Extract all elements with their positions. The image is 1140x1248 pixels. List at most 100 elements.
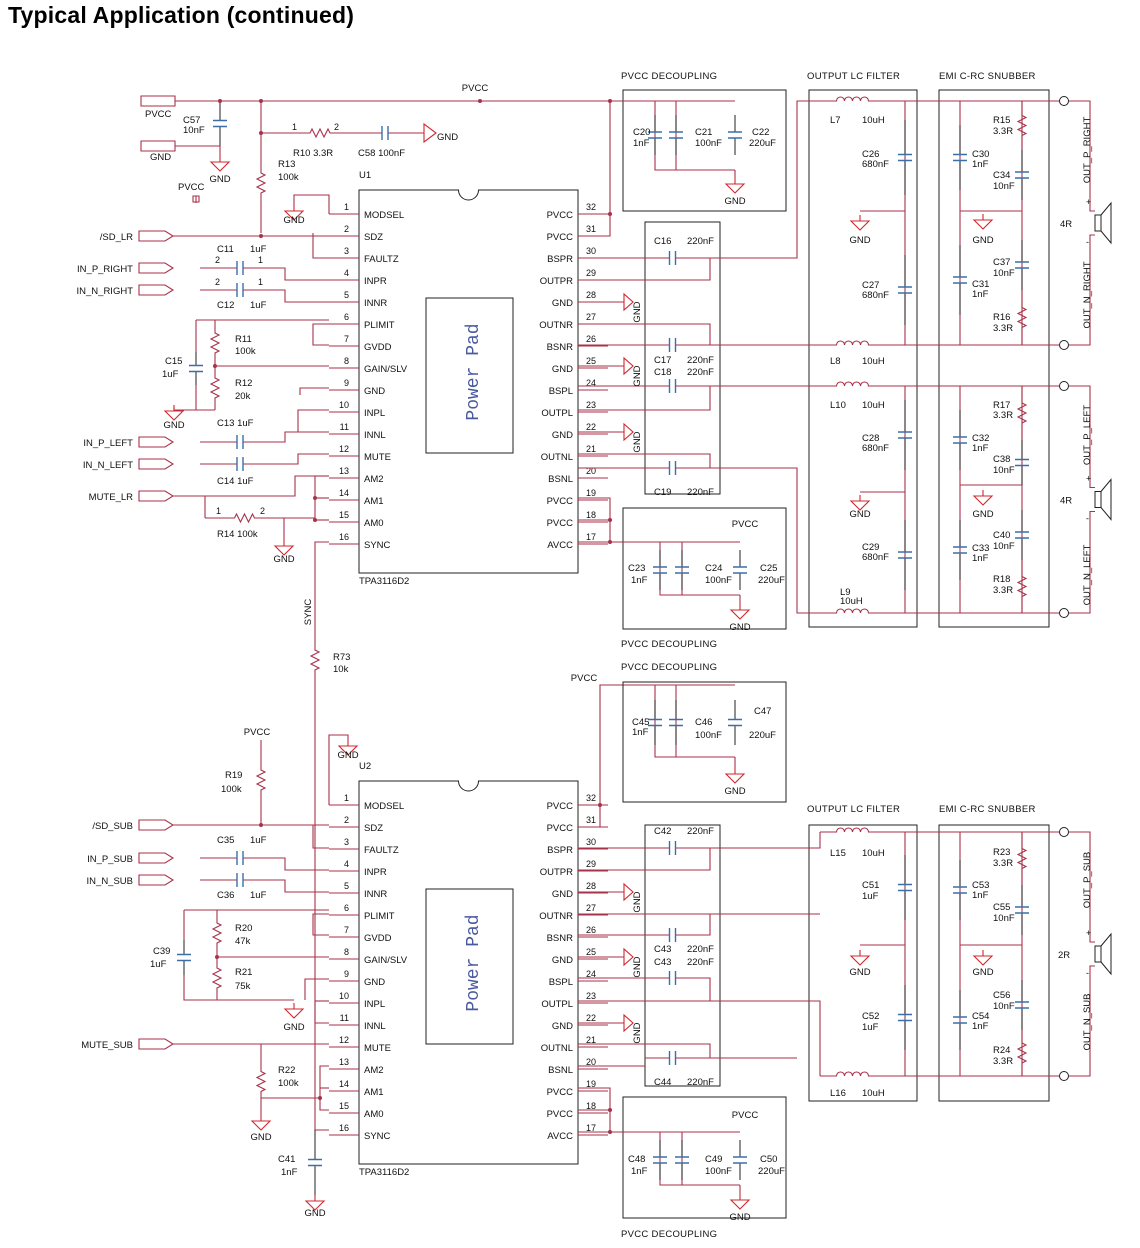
gnd-label: GND (283, 1022, 304, 1033)
pin-number: 28 (586, 881, 596, 891)
pin-number: 1 (292, 122, 297, 132)
pin-number: 31 (586, 815, 596, 825)
c53-ref: C53 (972, 880, 989, 891)
emi-snubber-box-top (938, 89, 1050, 628)
wire (578, 684, 735, 806)
pin-label-outpl: OUTPL (541, 999, 573, 1010)
c25-value: 220uF (758, 575, 785, 586)
gnd-symbol (283, 205, 305, 221)
gnd-label: GND (849, 967, 870, 978)
pin-label-bsnr: BSNR (547, 342, 574, 353)
emi-snubber-box-bottom (938, 824, 1050, 1102)
speaker-minus: - (1086, 514, 1089, 524)
pvcc-label: PVCC (244, 727, 271, 738)
pin-label-pvcc: PVCC (547, 823, 574, 834)
c42 (668, 841, 677, 855)
wire (195, 385, 215, 411)
c11-value: 1uF (250, 244, 267, 255)
r21 (211, 956, 223, 1000)
c16-ref: C16 (654, 236, 671, 247)
gnd-symbol (337, 740, 359, 756)
pin-number: 3 (344, 837, 349, 847)
c42-ref: C42 (654, 826, 671, 837)
c25 (733, 566, 747, 574)
pin-label-pvcc: PVCC (547, 496, 574, 507)
gnd-symbol (620, 356, 634, 376)
gnd-symbol (283, 1003, 305, 1019)
pin-label-gnd: GND (552, 889, 573, 900)
gnd-label: GND (632, 301, 643, 322)
wire (1069, 385, 1095, 489)
speaker-minus: - (1086, 237, 1089, 247)
c50-value: 220uF (758, 1166, 785, 1177)
pin-number: 11 (340, 422, 349, 432)
c32-value: 1nF (972, 443, 989, 454)
l8 (820, 340, 885, 346)
junction-dot (213, 364, 217, 368)
wire (280, 453, 329, 465)
port-in-n-sub-port (138, 874, 175, 886)
c56-ref: C56 (993, 990, 1010, 1001)
emi-snubber-label: EMI C-RC SNUBBER (939, 71, 1036, 82)
pin-number: 25 (586, 356, 596, 366)
c54 (953, 1016, 967, 1024)
c20-ref: C20 (633, 127, 650, 138)
gnd-symbol (620, 882, 634, 902)
pin-label-avcc: AVCC (547, 540, 573, 551)
gnd-label: GND (632, 431, 643, 452)
junction-dot (313, 518, 317, 522)
l8-ref: L8 (830, 356, 841, 367)
port-sd-lr: /SD_LR (100, 232, 133, 243)
pin-number: 19 (586, 488, 596, 498)
c31-value: 1nF (972, 289, 989, 300)
wire (578, 847, 711, 871)
pin-number: 16 (339, 532, 349, 542)
pin-label-inpr: INPR (364, 276, 387, 287)
pin-label-faultz: FAULTZ (364, 254, 399, 265)
pin-number: 14 (339, 488, 349, 498)
r10-label: R10 3.3R (293, 148, 333, 159)
speaker-minus: - (1086, 968, 1089, 978)
r15 (1016, 101, 1028, 150)
c43b-ref: C43 (654, 957, 671, 968)
c55 (1015, 906, 1029, 914)
pvcc-decoupling-box-u2 (622, 681, 787, 803)
wire (578, 1043, 711, 1059)
c34 (1015, 171, 1029, 179)
bootstrap-cap-box-top (644, 221, 721, 495)
pin-label-sdz: SDZ (364, 232, 383, 243)
lc-filter-box-top (808, 89, 918, 628)
wire (578, 453, 711, 469)
pin-label-bspr: BSPR (547, 254, 573, 265)
c52-value: 1uF (862, 1022, 879, 1033)
pin-number: 1 (216, 506, 221, 516)
r12 (209, 366, 221, 410)
pin-label-inpl: INPL (364, 408, 385, 419)
wire (173, 475, 329, 497)
r22 (255, 1055, 267, 1108)
junction-dot (215, 955, 219, 959)
pvcc-decoupling-label: PVCC DECOUPLING (621, 1229, 717, 1240)
pin-number: 11 (340, 1013, 349, 1023)
gnd-symbol (620, 422, 634, 442)
r23 (1016, 832, 1028, 885)
pin-label-faultz: FAULTZ (364, 845, 399, 856)
c23 (653, 566, 667, 574)
gnd-symbol (724, 768, 746, 784)
c29 (898, 551, 912, 559)
pin-number: 13 (339, 1057, 349, 1067)
c53-value: 1nF (972, 890, 989, 901)
l10 (820, 381, 885, 387)
c50-ref: C50 (760, 1154, 777, 1165)
c38-value: 10nF (993, 465, 1015, 476)
pin-number: 22 (586, 1013, 596, 1023)
u2-part-number: TPA3116D2 (359, 1167, 409, 1178)
r11-value: 100k (235, 346, 256, 357)
c49-ref: C49 (705, 1154, 722, 1165)
junction-dot (478, 99, 482, 103)
r16 (1016, 290, 1028, 345)
c52 (898, 1013, 912, 1022)
out-n-sub-label: OUT_N_SUB (1082, 993, 1093, 1050)
pin-number: 1 (258, 255, 263, 265)
gnd-label: GND (849, 509, 870, 520)
